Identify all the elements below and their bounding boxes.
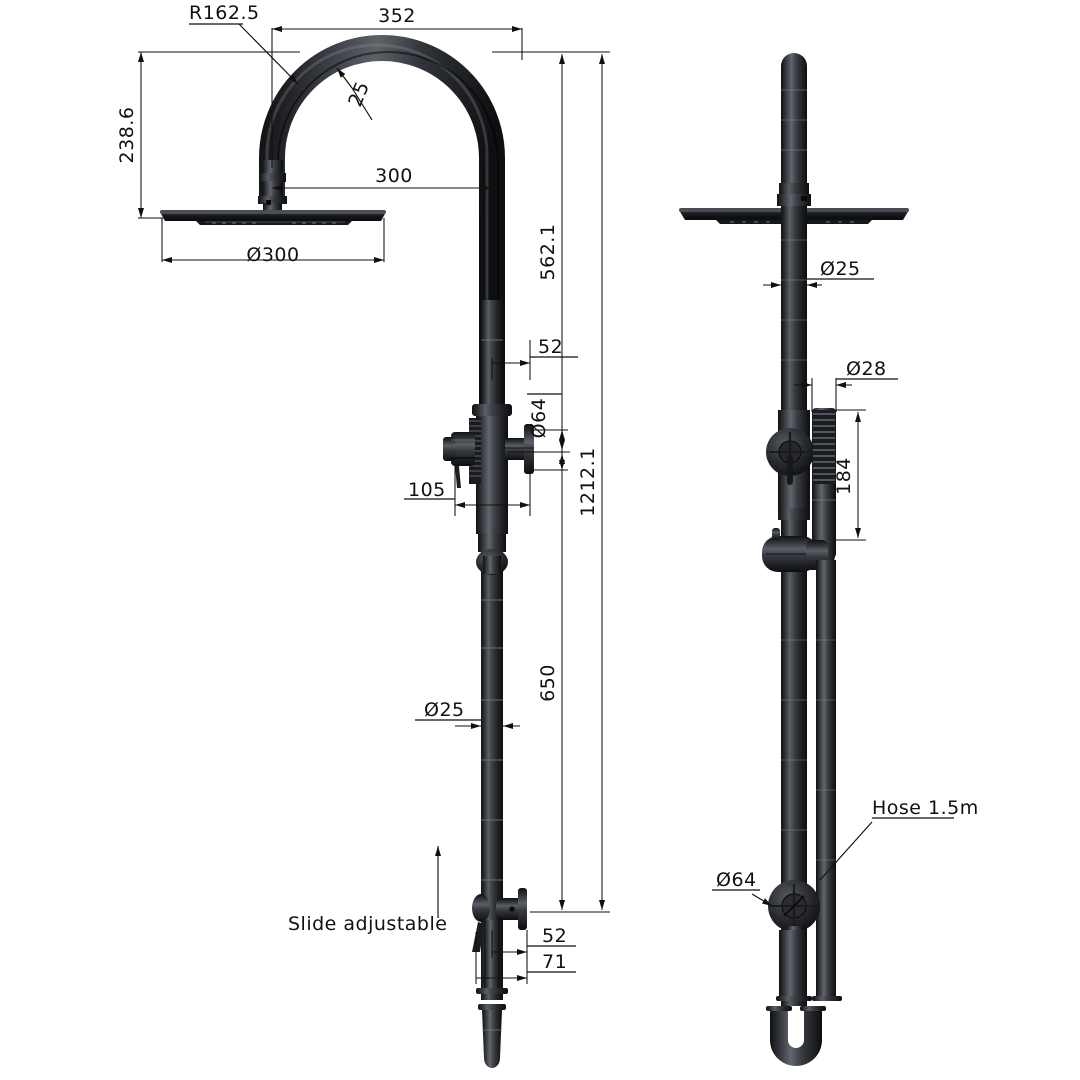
dim-105: 105 [404, 466, 531, 516]
dim-650-label: 650 [537, 664, 559, 702]
side-upper-stub [777, 53, 811, 206]
slide-adjustable-label: Slide adjustable [288, 913, 447, 935]
dim-300-label: 300 [375, 165, 413, 187]
note-hose: Hose 1.5m [819, 797, 979, 881]
front-mixer-body [443, 404, 534, 575]
shower-head [160, 210, 386, 225]
dim-52-bracket: 52 [491, 925, 576, 958]
dim-71-bracket: 71 [475, 932, 576, 984]
dim-71-label: 71 [542, 951, 567, 973]
dim-352-label: 352 [378, 5, 416, 27]
note-slide-adjustable: Slide adjustable [288, 846, 447, 935]
diverter-handle [443, 432, 475, 488]
side-riser [781, 206, 807, 1006]
dim-1212.1: 1212.1 [522, 51, 610, 913]
side-dim-28: Ø28 [794, 358, 898, 412]
gooseneck-arm [259, 35, 505, 424]
side-dim-184-label: 184 [833, 457, 855, 495]
dim-1212-label: 1212.1 [577, 447, 599, 516]
front-view-geometry [160, 35, 534, 1068]
hose-label: Hose 1.5m [872, 797, 979, 819]
hose [816, 560, 836, 1000]
dim-105-label: 105 [408, 479, 446, 501]
dim-radius-label: R162.5 [189, 2, 260, 24]
side-dim-28-label: Ø28 [846, 358, 887, 380]
dim-352: 352 [271, 5, 523, 168]
dim-head-diameter: Ø300 [161, 218, 385, 266]
side-mixer [766, 410, 814, 520]
side-dim-64: Ø64 [712, 869, 773, 907]
front-handshower [478, 1004, 506, 1068]
front-view-dimensions: 352 R162.5 25 238.6 [116, 2, 610, 984]
dim-562-label: 562.1 [537, 224, 559, 281]
side-view-dimensions: Ø25 Ø28 184 Hose 1.5 [712, 258, 979, 907]
dim-238.6: 238.6 [116, 51, 300, 219]
dim-52-mixer-label: 52 [538, 336, 563, 358]
side-hose-loop [766, 930, 842, 1066]
side-dim-25: Ø25 [763, 258, 874, 288]
dim-25-riser: Ø25 [415, 699, 520, 729]
dim-52-mixer: 52 [491, 336, 578, 380]
side-dim-184: 184 [833, 409, 866, 541]
dim-head-diameter-label: Ø300 [246, 244, 299, 266]
side-view-geometry [679, 53, 909, 1066]
dim-25-tube: 25 [336, 67, 374, 121]
handshower-ribs [812, 410, 836, 484]
mixer-outlet-flange [505, 424, 534, 474]
dim-25-riser-label: Ø25 [424, 699, 465, 721]
dim-64-label: Ø64 [528, 398, 550, 439]
dim-650: 650 [508, 451, 570, 913]
dim-300-offset: 300 [272, 165, 492, 191]
side-dim-64-label: Ø64 [716, 869, 757, 891]
dim-52-bracket-label: 52 [542, 925, 567, 947]
side-dim-25-label: Ø25 [820, 258, 861, 280]
dim-238-label: 238.6 [116, 107, 138, 164]
dim-R162.5: R162.5 [189, 2, 299, 85]
